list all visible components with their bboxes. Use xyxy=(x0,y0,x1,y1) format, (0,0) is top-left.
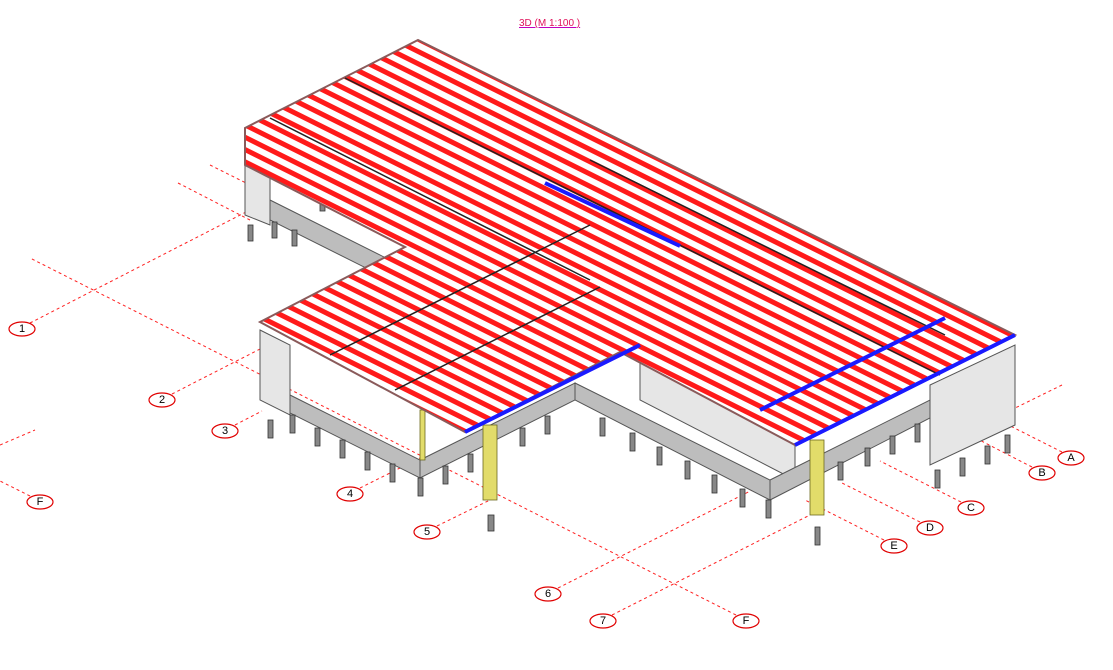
grid-bubble-3[interactable]: 3 xyxy=(211,423,239,439)
grid-label: E xyxy=(890,540,897,552)
grid-label: 6 xyxy=(545,588,551,600)
grid-lines xyxy=(0,164,1063,616)
grid-bubble-4[interactable]: 4 xyxy=(336,486,364,502)
grid-bubble-6[interactable]: 6 xyxy=(534,586,562,602)
grid-bubble-F-left[interactable]: F xyxy=(26,494,54,510)
grid-label: B xyxy=(1038,467,1045,479)
roof-joists xyxy=(244,38,1018,447)
grid-bubble-F-bottom[interactable]: F xyxy=(732,613,760,629)
view-title[interactable]: 3D (M 1:100 ) xyxy=(519,18,581,29)
grid-label: C xyxy=(967,502,975,514)
grid-label: 2 xyxy=(159,394,165,406)
grid-label: F xyxy=(37,496,44,508)
grid-bubble-B[interactable]: B xyxy=(1028,465,1056,481)
grid-bubble-5[interactable]: 5 xyxy=(413,524,441,540)
grid-bubble-D[interactable]: D xyxy=(916,520,944,536)
grid-bubble-C[interactable]: C xyxy=(957,500,985,516)
grid-bubble-E[interactable]: E xyxy=(880,538,908,554)
grid-bubble-2[interactable]: 2 xyxy=(148,392,176,408)
grid-bubble-1[interactable]: 1 xyxy=(8,321,36,337)
grid-label: 1 xyxy=(19,323,25,335)
piles xyxy=(247,194,1011,546)
grid-label: 3 xyxy=(222,425,228,437)
grid-bubble-7[interactable]: 7 xyxy=(589,613,617,629)
grid-label: F xyxy=(743,615,750,627)
grid-label: 7 xyxy=(600,615,606,627)
grid-label: 4 xyxy=(347,488,353,500)
grid-label: 5 xyxy=(424,526,430,538)
grid-label: A xyxy=(1067,452,1075,464)
grid-label: D xyxy=(926,522,934,534)
blue-beams xyxy=(464,181,1016,447)
grid-bubble-A[interactable]: A xyxy=(1057,450,1085,466)
steel-columns xyxy=(419,409,825,516)
